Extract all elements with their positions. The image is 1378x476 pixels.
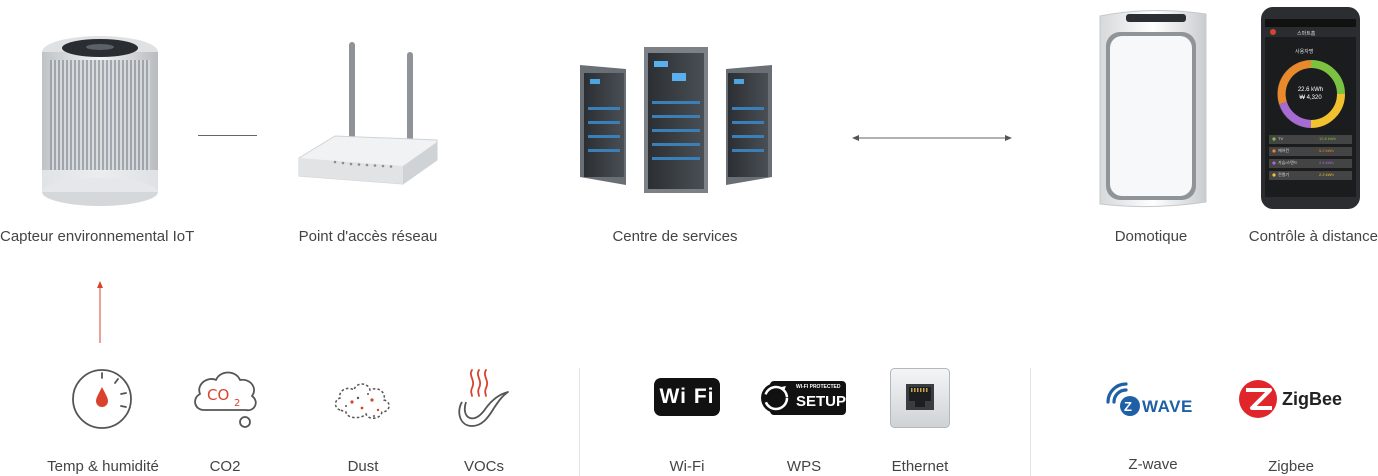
dust-icon xyxy=(332,372,396,426)
wps-top-text: WI-FI PROTECTED xyxy=(796,384,841,390)
co2-cloud-icon: CO 2 xyxy=(190,366,260,432)
router-label: Point d'accès réseau xyxy=(298,228,438,245)
zigbee-logo-icon: ZigBee xyxy=(1238,378,1348,420)
phone-value-2: 5.2 kWh xyxy=(1319,148,1334,153)
zigbee-label: Zigbee xyxy=(1268,458,1314,475)
phone-value-4: 2.2 kWh xyxy=(1319,172,1334,177)
phone-device-1: TV xyxy=(1278,136,1284,141)
sensor-label: Capteur environnemental IoT xyxy=(0,228,195,245)
svg-text:2: 2 xyxy=(234,398,240,409)
phone-value-1: 12.8 kWh xyxy=(1319,136,1336,141)
divider-right xyxy=(1030,368,1031,476)
zwave-logo-text: WAVE xyxy=(1142,397,1193,416)
server-image xyxy=(576,45,776,195)
svg-text:Z: Z xyxy=(1124,399,1132,414)
wifi-logo-icon: Wi Fi xyxy=(654,378,720,416)
divider-left xyxy=(579,368,580,476)
co2-label: CO2 xyxy=(209,458,241,475)
gauge-icon xyxy=(70,367,134,431)
home-label: Domotique xyxy=(1114,228,1188,245)
wifi-logo-text: Wi Fi xyxy=(659,385,715,408)
zwave-label: Z-wave xyxy=(1128,456,1178,473)
home-appliance-image xyxy=(1092,6,1214,210)
wifi-label: Wi-Fi xyxy=(669,458,705,475)
svg-text:CO: CO xyxy=(207,386,229,404)
phone-device-3: 가습/스탠드 xyxy=(1278,160,1298,165)
zigbee-logo-text: ZigBee xyxy=(1282,389,1343,409)
sensor-router-connector xyxy=(198,135,257,136)
zwave-logo-icon: Z WAVE xyxy=(1102,374,1208,418)
router-image xyxy=(295,38,440,188)
iot-sensor-image xyxy=(40,30,160,210)
phone-energy: 22.6 kWh xyxy=(1297,87,1324,93)
vocs-icon xyxy=(452,366,512,432)
vocs-label: VOCs xyxy=(463,458,504,475)
dust-label: Dust xyxy=(347,458,379,475)
up-arrow xyxy=(94,280,106,344)
ethernet-label: Ethernet xyxy=(891,458,949,475)
phone-value-3: 2.4 kWh xyxy=(1319,160,1334,165)
smartphone-image: 스마트홈 사용자명 22.6 kWh ₩ 4,320 TV 에어컨 가습/스탠드… xyxy=(1261,7,1360,209)
remote-label: Contrôle à distance xyxy=(1248,228,1378,245)
wps-logo-icon: WI-FI PROTECTED SETUP xyxy=(760,378,848,418)
phone-device-4: 전열기 xyxy=(1278,172,1290,177)
phone-cost: ₩ 4,320 xyxy=(1299,95,1322,101)
temp-label: Temp & humidité xyxy=(47,458,159,475)
wps-bottom-text: SETUP xyxy=(796,393,847,410)
wps-label: WPS xyxy=(786,458,822,475)
ethernet-port-icon xyxy=(890,368,950,428)
phone-header: 스마트홈 xyxy=(1297,31,1316,37)
bidirectional-arrow xyxy=(850,131,1014,143)
phone-device-2: 에어컨 xyxy=(1278,148,1290,153)
server-label: Centre de services xyxy=(612,228,738,245)
phone-user: 사용자명 xyxy=(1295,49,1314,55)
